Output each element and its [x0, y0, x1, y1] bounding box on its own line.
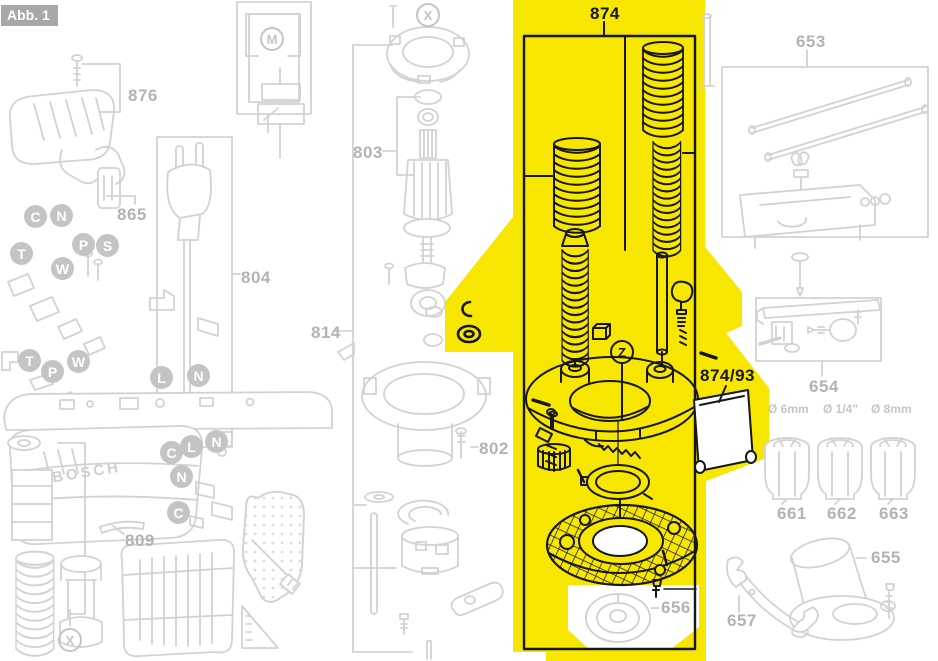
part-label-865: 865	[117, 205, 147, 224]
left-column-bracket-line	[57, 442, 86, 615]
wire-badge-w2: W	[67, 350, 90, 373]
diameter-label-quarter-inch: Ø 1/4"	[823, 402, 859, 416]
x-marker-bottom: X	[58, 628, 82, 652]
router-base-casting	[525, 351, 718, 448]
part-label-662: 662	[827, 504, 857, 523]
part-label-809: 809	[125, 531, 155, 550]
spindle-spring-column	[7, 435, 55, 657]
wire-badge-n3: N	[205, 430, 228, 453]
cord-clamp-865	[59, 145, 136, 209]
plunge-spring-left	[553, 137, 601, 247]
part-label-802: 802	[479, 439, 509, 458]
grip-cover-textured	[242, 490, 305, 603]
collet-662	[817, 437, 863, 505]
diameter-label-8mm: Ø 8mm	[871, 402, 912, 416]
wire-badge-n4: N	[170, 465, 193, 488]
wire-badge-p: P	[72, 233, 95, 256]
highlight-label-874: 874	[590, 4, 620, 23]
part-label-663: 663	[879, 504, 909, 523]
rod-top-right	[699, 13, 715, 87]
wire-badge-t2: T	[18, 349, 41, 372]
bearing-stack-814-group	[332, 262, 446, 347]
part-label-656: 656	[661, 598, 691, 617]
wire-badge-c3: C	[167, 501, 190, 524]
wire-badge-n2: N	[187, 364, 210, 387]
chip-deflector-874-93	[693, 385, 757, 474]
fine-adjust-spring	[598, 443, 641, 459]
motor-housing-809	[8, 425, 203, 546]
stator-housing-802	[361, 361, 491, 467]
part-label-655: 655	[871, 548, 901, 567]
deck-plate	[3, 391, 333, 431]
cover-876	[9, 54, 121, 165]
field-coil	[120, 538, 236, 658]
group-box-874	[522, 21, 697, 651]
wiring-schematic	[245, 13, 305, 159]
wire-badge-p2: P	[41, 360, 64, 383]
wire-badge-c2: C	[160, 441, 183, 464]
sub-base-plate	[545, 419, 699, 587]
pin-and-washer-right	[758, 336, 800, 353]
z-marker: Z	[610, 340, 634, 364]
part-label-657: 657	[727, 611, 757, 630]
wire-badge-l2: L	[180, 435, 203, 458]
highlight-label-874-93: 874/93	[700, 366, 755, 385]
wire-badge-w: W	[51, 257, 74, 280]
wire-badge-t: T	[10, 242, 33, 265]
collet-661	[764, 437, 810, 505]
part-label-876: 876	[128, 86, 158, 105]
wire-badge-s: S	[96, 234, 119, 257]
wrench-657	[726, 556, 819, 633]
diameter-label-6mm: Ø 6mm	[768, 402, 809, 416]
part-label-654: 654	[809, 377, 839, 396]
clamp-knob	[670, 280, 694, 346]
part-label-661: 661	[777, 504, 807, 523]
clamp-lever-cluster	[364, 491, 504, 660]
wire-badge-c: C	[24, 205, 47, 228]
part-label-803: 803	[353, 143, 383, 162]
fence-bracket-654	[755, 252, 882, 377]
ruler-triangle	[241, 605, 279, 649]
motor-marker: M	[260, 27, 284, 51]
wire-badge-n: N	[50, 204, 73, 227]
retaining-clips	[456, 300, 482, 344]
bayonet-ring	[580, 464, 653, 527]
figure-label: Abb. 1	[1, 5, 58, 26]
collet-663	[870, 437, 916, 505]
part-label-653: 653	[796, 32, 826, 51]
wire-badge-l: L	[150, 366, 173, 389]
part-label-804: 804	[241, 268, 271, 287]
motor-column-bracket-line	[352, 44, 413, 653]
guide-fence-653	[721, 49, 929, 249]
part-label-814: 814	[311, 323, 341, 342]
x-marker-top: X	[416, 3, 440, 27]
base-screw	[652, 579, 697, 598]
fan-ring-803-group	[382, 5, 470, 263]
stop-block-cube	[592, 323, 611, 340]
base-knob-656	[585, 593, 659, 643]
